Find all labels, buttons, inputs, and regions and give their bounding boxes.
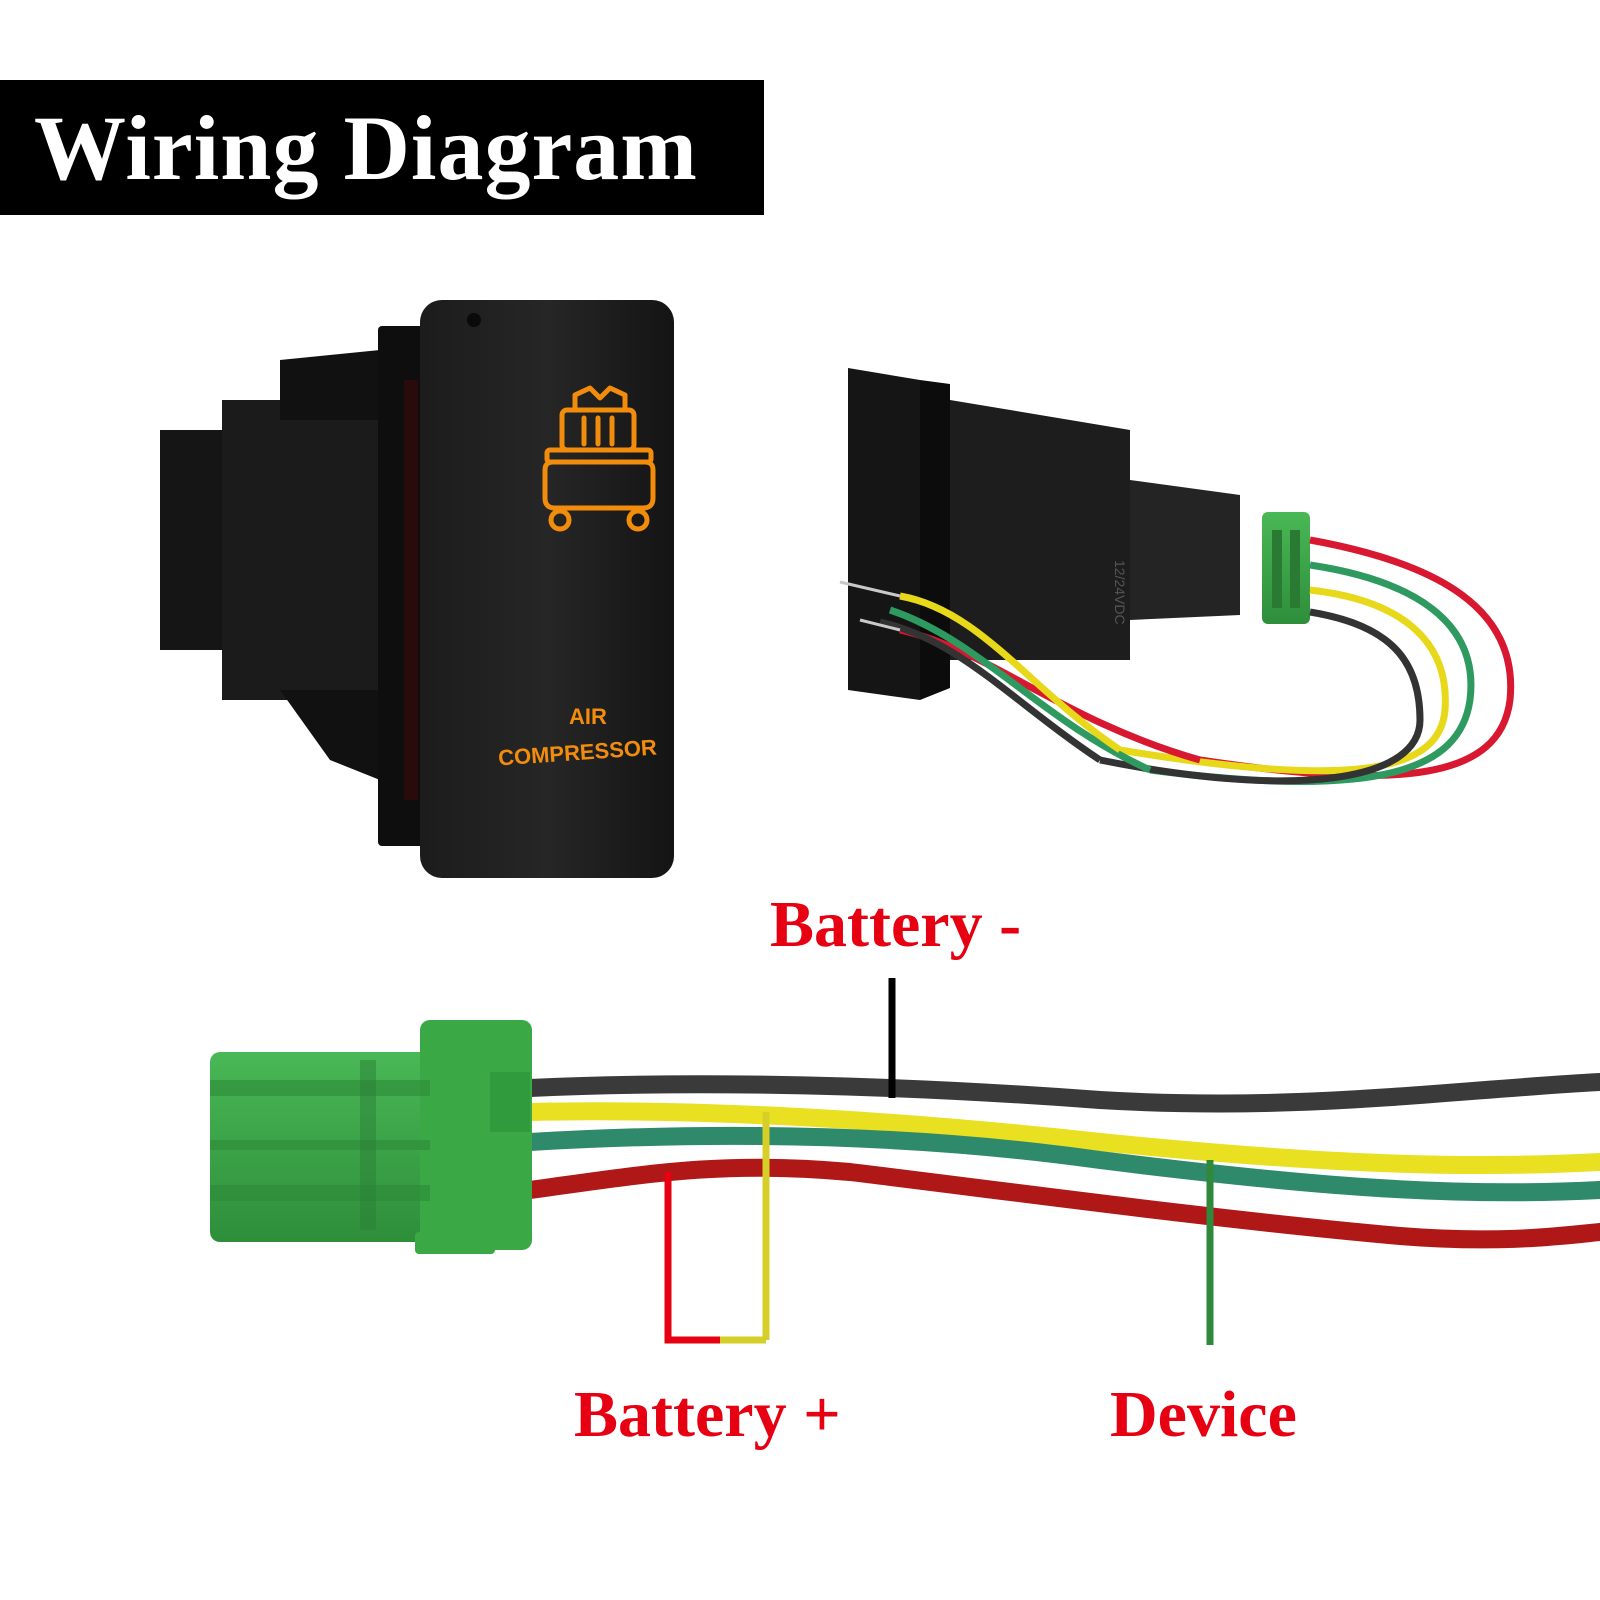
harness-wire-black: [1099, 608, 1424, 785]
label-battery-negative: Battery -: [770, 888, 1022, 961]
stripped-wire-tip: [839, 580, 901, 598]
switch-bezel-glow: [404, 380, 418, 800]
air-compressor-switch-front: AIR COMPRESSOR: [160, 300, 674, 878]
label-device: Device: [1110, 1378, 1297, 1451]
switch-bottom-clip: [280, 690, 380, 780]
switch-face: [420, 300, 674, 878]
switch-bezel: [378, 326, 426, 846]
small-green-connector: [1262, 512, 1310, 624]
label-battery-positive: Battery +: [574, 1378, 841, 1451]
wire-red: [521, 1158, 1600, 1249]
air-compressor-icon: [542, 385, 656, 532]
switch-top-clip: [280, 350, 380, 420]
harness-wire-yellow: [1119, 586, 1449, 775]
switch-side-bezel: [920, 380, 950, 700]
switch-side-face: [848, 368, 920, 700]
wire-yellow: [521, 1102, 1600, 1175]
switch-legend-line1: AIR: [569, 704, 607, 729]
stripped-wire-tip: [859, 618, 901, 632]
wire-black: [521, 1073, 1600, 1113]
switch-body: [222, 400, 392, 700]
page-title: Wiring Diagram: [34, 96, 698, 199]
large-green-connector: [210, 1020, 532, 1254]
switch-face-dimple: [467, 313, 481, 327]
title-banner: Wiring Diagram: [0, 80, 764, 215]
main-wire-harness: [210, 1020, 1600, 1254]
switch-side-body: [950, 400, 1130, 660]
housing-marking: 12/24VDC: [1112, 560, 1128, 625]
leader-battery-positive-red: [664, 1172, 766, 1344]
leader-lines: [664, 978, 1214, 1345]
wire-green: [521, 1126, 1600, 1202]
switch-side-rear: [1130, 480, 1240, 620]
air-compressor-switch-side: 12/24VDC: [839, 368, 1515, 786]
